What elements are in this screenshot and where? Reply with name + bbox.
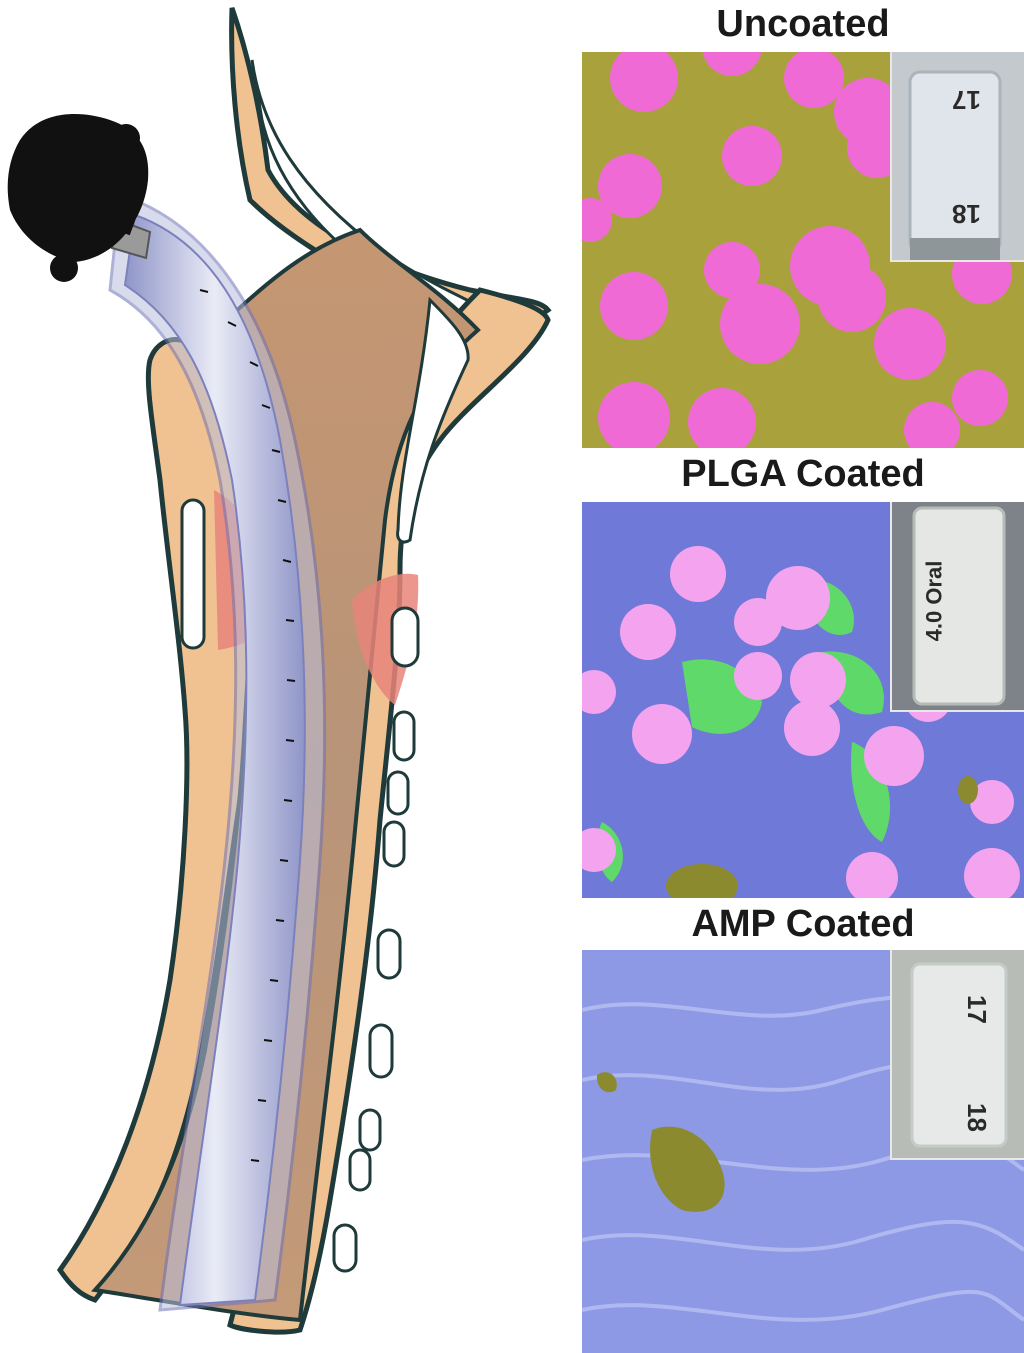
surface-defect [650, 1126, 725, 1212]
bacteria-cells [582, 52, 1012, 448]
endotracheal-tube [123, 213, 306, 1307]
tube-marking-17: 17 [961, 995, 992, 1024]
tube-photo-amp-coated: 17 18 [890, 950, 1024, 1160]
thyroid-cartilage [180, 498, 206, 650]
tube-marking-18: 18 [952, 199, 981, 229]
vocal-fold-posterior [352, 573, 419, 705]
micrograph-plga-coated: 4.0 Oral [582, 502, 1024, 898]
tube-depth-markings [199, 289, 296, 1162]
tube-marking-17: 17 [952, 85, 981, 115]
panel-title-uncoated: Uncoated [716, 3, 890, 45]
tracheal-rings [332, 296, 470, 1273]
tube-connector [7, 114, 149, 282]
tube-photo-plga-coated: 4.0 Oral [890, 502, 1024, 712]
micrograph-uncoated: 17 18 [582, 52, 1024, 448]
tube-photo-uncoated: 17 18 [890, 52, 1024, 262]
panel-title-plga-coated: PLGA Coated [681, 453, 925, 495]
tube-marking-18: 18 [961, 1103, 992, 1132]
panel-title-amp-coated: AMP Coated [691, 903, 915, 945]
tube-marking-oral: 4.0 Oral [921, 560, 947, 642]
airway-intubation-illustration [7, 7, 552, 1335]
micrograph-amp-coated: 17 18 [582, 950, 1024, 1353]
